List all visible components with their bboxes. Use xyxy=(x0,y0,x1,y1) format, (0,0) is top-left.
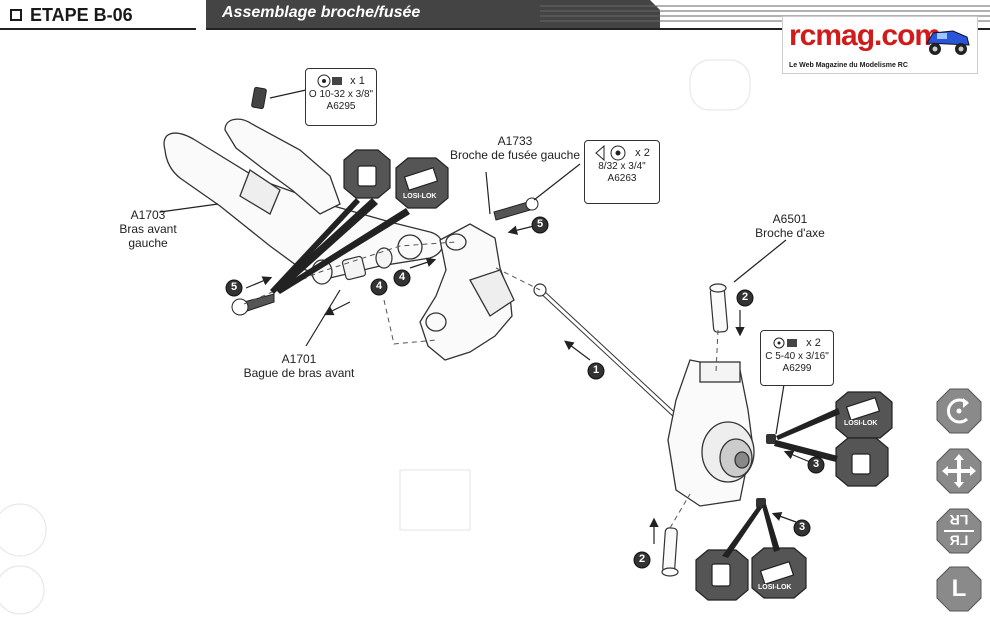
lr-label: LR xyxy=(949,532,969,548)
logo-tagline: Le Web Magazine du Modelisme RC xyxy=(789,62,908,69)
quantity: x 2 xyxy=(635,147,650,159)
part-code: A6501 xyxy=(772,212,808,226)
step-circles xyxy=(225,216,825,569)
exploded-assembly-diagram xyxy=(0,59,893,615)
logo-name: rcmag.com xyxy=(789,19,941,52)
screw-size: C 5-40 x 3/16" xyxy=(765,351,829,362)
part-label-a1733: A1733 Broche de fusée gauche xyxy=(440,134,590,162)
step-number-5: 5 xyxy=(230,281,238,293)
quantity: x 2 xyxy=(806,337,821,349)
screw-head-icon xyxy=(595,145,626,161)
step-number-1: 1 xyxy=(592,364,600,376)
hub-assembly xyxy=(667,359,755,507)
spindle-a1733 xyxy=(419,223,515,361)
part-label-a6501: A6501 Broche d'axe xyxy=(740,212,840,240)
part-code: A6299 xyxy=(782,363,812,374)
part-name: Bras avant xyxy=(119,222,177,236)
step-number-5: 5 xyxy=(536,218,544,230)
part-code: A1733 xyxy=(497,134,533,148)
left-right-icon[interactable]: LR LR xyxy=(936,508,982,554)
move-arrows-icon[interactable] xyxy=(936,448,982,494)
step-title: Assemblage broche/fusée xyxy=(222,4,421,21)
rotate-icon[interactable] xyxy=(936,388,982,434)
set-screws xyxy=(756,434,776,508)
part-name: Bague de bras avant xyxy=(243,366,355,380)
long-screw-left xyxy=(231,293,275,316)
part-label-a1703: A1703 Bras avant gauche xyxy=(98,208,198,250)
part-name: Broche d'axe xyxy=(755,226,825,240)
screw-size: 8/32 x 3/4" xyxy=(598,161,646,172)
step-number-4: 4 xyxy=(375,280,383,292)
losilok-label: LOSI-LOK xyxy=(758,584,792,591)
set-screw-icon xyxy=(773,337,798,349)
callout-screw-a6263: x 2 8/32 x 3/4" A6263 xyxy=(584,140,660,204)
callout-screw-a6299: x 2 C 5-40 x 3/16" A6299 xyxy=(760,330,834,386)
step-number-4: 4 xyxy=(398,271,406,283)
checkbox-icon xyxy=(10,9,22,21)
lr-label-mirrored: LR xyxy=(949,512,969,528)
step-number-2: 2 xyxy=(638,553,646,565)
losilok-label: LOSI-LOK xyxy=(403,193,437,200)
part-name: gauche xyxy=(128,236,168,250)
part-code: A1701 xyxy=(281,352,317,366)
part-code: A6295 xyxy=(326,101,356,112)
thread-lock-badges xyxy=(270,149,893,601)
step-number-3: 3 xyxy=(812,458,820,470)
rc-car-icon xyxy=(926,30,970,55)
part-code: A1703 xyxy=(130,208,166,222)
rcmag-logo[interactable]: rcmag.com Le Web Magazine du Modelisme R… xyxy=(782,16,978,74)
step-label: ETAPE B-06 xyxy=(30,4,133,25)
callout-screw-a6295: x 1 O 10-32 x 3/8" A6295 xyxy=(305,68,377,126)
left-icon[interactable]: L xyxy=(936,566,982,612)
step-header: ETAPE B-06 xyxy=(0,0,196,30)
screw-top xyxy=(251,86,267,110)
part-code: A6263 xyxy=(607,173,637,184)
losilok-label: LOSI-LOK xyxy=(844,420,878,427)
quantity: x 1 xyxy=(350,75,365,87)
washer-icon xyxy=(317,74,343,88)
axle-pin-a6501 xyxy=(661,283,729,577)
axle-pin xyxy=(533,283,682,422)
l-label: L xyxy=(951,575,967,602)
part-label-a1701: A1701 Bague de bras avant xyxy=(234,352,364,380)
long-screw-right xyxy=(493,197,539,221)
step-number-2: 2 xyxy=(741,291,749,303)
screw-size: O 10-32 x 3/8" xyxy=(308,89,374,100)
step-number-3: 3 xyxy=(798,521,806,533)
part-name: Broche de fusée gauche xyxy=(449,148,581,162)
